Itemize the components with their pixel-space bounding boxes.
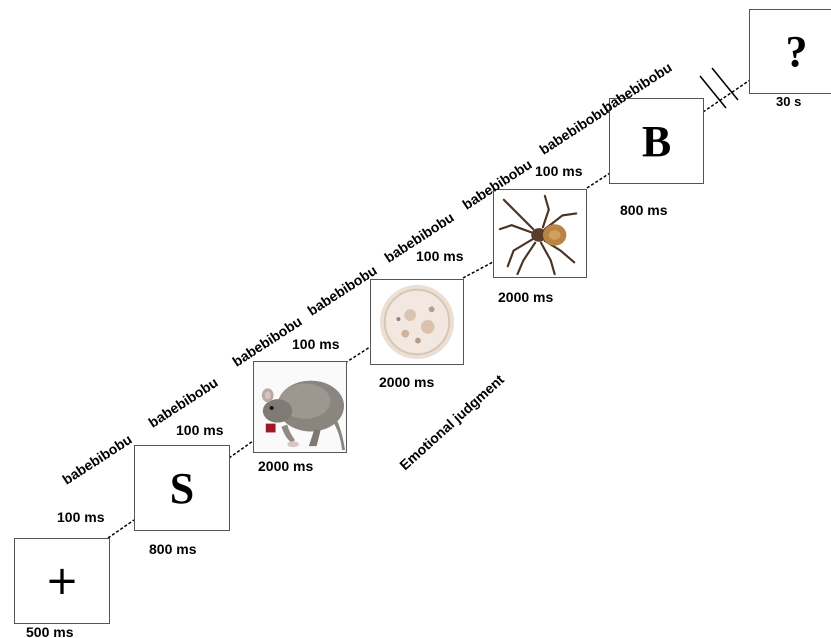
- rat-to-dish-isi: 100 ms: [292, 337, 339, 351]
- connector-rat-dish: [345, 347, 370, 363]
- connector-dish-spider: [463, 262, 493, 278]
- connector-fixation-s: [108, 520, 134, 538]
- connector-spider-b: [587, 173, 610, 188]
- spider-duration: 2000 ms: [498, 290, 553, 304]
- spider-to-b-isi: 100 ms: [535, 164, 582, 178]
- letter-s-frame: S: [134, 445, 230, 531]
- fixation-frame: +: [14, 538, 110, 624]
- letter-s-duration: 800 ms: [149, 542, 196, 556]
- question-frame: ?: [749, 9, 831, 94]
- letter-b-frame: B: [609, 98, 704, 184]
- question-duration: 30 s: [776, 95, 801, 108]
- spider-image: [494, 190, 586, 277]
- fixation-duration: 500 ms: [26, 625, 73, 638]
- question-mark: ?: [750, 10, 831, 93]
- fixation-cross: +: [15, 539, 109, 623]
- s-to-rat-isi: 100 ms: [176, 423, 223, 437]
- dish-image-frame: [370, 279, 464, 365]
- connector-s-rat: [229, 441, 253, 458]
- dish-to-spider-isi: 100 ms: [416, 249, 463, 263]
- dish-image: [371, 280, 463, 364]
- letter-s: S: [135, 446, 229, 530]
- spider-image-frame: [493, 189, 587, 278]
- letter-b-duration: 800 ms: [620, 203, 667, 217]
- fixation-to-s-isi: 100 ms: [57, 510, 104, 524]
- dish-duration: 2000 ms: [379, 375, 434, 389]
- rat-duration: 2000 ms: [258, 459, 313, 473]
- rat-image: [254, 362, 346, 452]
- letter-b: B: [610, 99, 703, 183]
- rat-image-frame: [253, 361, 347, 453]
